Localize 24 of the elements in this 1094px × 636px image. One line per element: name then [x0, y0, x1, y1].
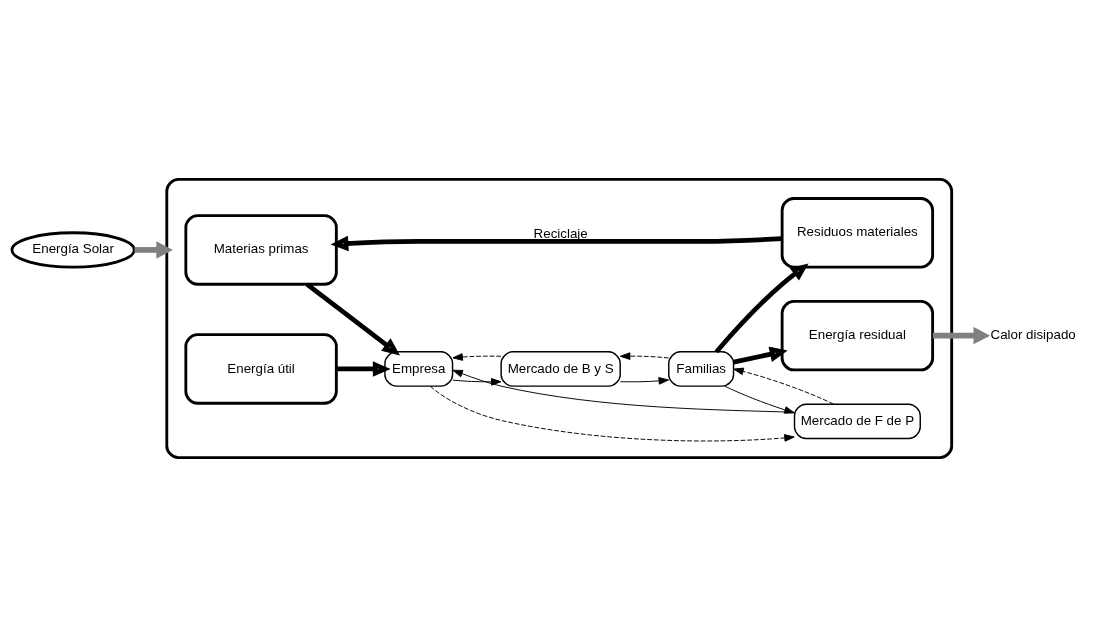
- node-box: Familias: [668, 350, 735, 387]
- arrow: [305, 281, 401, 355]
- arrow: [452, 377, 502, 386]
- arrow: [733, 367, 834, 405]
- arrow: [330, 235, 783, 251]
- node-box: Mercado de B y S: [500, 350, 621, 387]
- arrow: [619, 376, 669, 385]
- arrow: [619, 351, 669, 360]
- arrow: [452, 352, 502, 361]
- arrow: [336, 360, 391, 377]
- node-box: Empresa: [384, 350, 454, 387]
- node-ellipse: Energía Solar: [10, 230, 136, 268]
- arrow: [932, 326, 991, 344]
- arrow: [714, 263, 809, 353]
- node-box: Materias primas: [184, 213, 338, 286]
- node-box: Energía residual: [780, 299, 935, 371]
- node-box: Mercado de F de P: [793, 403, 921, 439]
- edge-label: Reciclaje: [533, 225, 588, 241]
- node-box: Residuos materiales: [780, 196, 935, 268]
- arrow: [134, 240, 173, 259]
- arrow: [733, 346, 788, 364]
- node-text: Calor disipado: [990, 326, 1076, 342]
- node-box: Energía útil: [184, 332, 338, 405]
- cluster: [165, 177, 954, 459]
